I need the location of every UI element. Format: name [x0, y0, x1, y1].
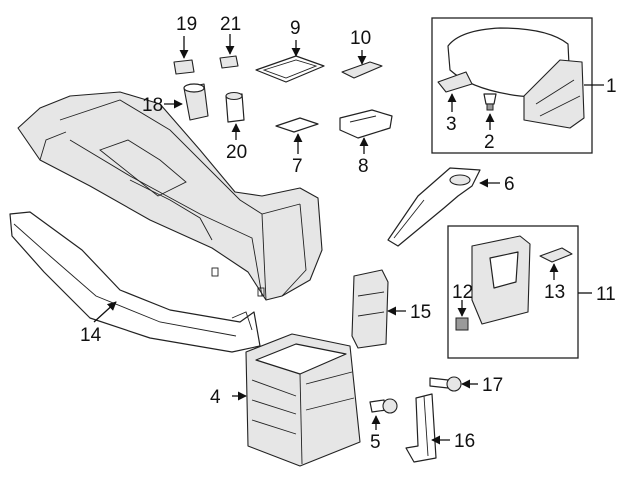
- socket-18: [183, 83, 209, 121]
- tray-9: [255, 55, 325, 83]
- screw-17: [429, 376, 462, 392]
- clip-19: [173, 59, 195, 75]
- clip-21: [219, 55, 239, 69]
- callout-19: 19: [176, 14, 197, 35]
- rear-panel-group-box: [447, 225, 579, 359]
- callout-4: 4: [210, 387, 221, 408]
- bracket-16: [405, 393, 437, 463]
- callout-6: 6: [504, 174, 515, 195]
- callout-21: 21: [220, 14, 241, 35]
- bracket-15: [351, 269, 389, 349]
- latch-3: [437, 71, 473, 93]
- callout-1: 1: [606, 76, 617, 97]
- armrest-lid: [447, 27, 585, 129]
- pad-13: [539, 247, 573, 263]
- storage-bin-4: [245, 333, 361, 467]
- callout-12: 12: [452, 282, 473, 303]
- screw-5: [369, 398, 398, 414]
- callout-3: 3: [446, 114, 457, 135]
- callout-16: 16: [454, 431, 475, 452]
- callout-7: 7: [292, 156, 303, 177]
- callout-18: 18: [142, 95, 163, 116]
- rear-panel-11: [471, 235, 531, 325]
- callout-8: 8: [358, 156, 369, 177]
- leader-14: [93, 301, 117, 323]
- callout-5: 5: [370, 432, 381, 453]
- callout-10: 10: [350, 28, 371, 49]
- callout-20: 20: [226, 142, 247, 163]
- console-body: [17, 91, 323, 301]
- callout-13: 13: [544, 282, 565, 303]
- callout-14: 14: [80, 325, 102, 346]
- callout-17: 17: [482, 375, 503, 396]
- callout-15: 15: [410, 302, 431, 323]
- mat-10: [341, 61, 383, 79]
- callout-2: 2: [484, 132, 495, 153]
- side-trim-14: [9, 211, 261, 353]
- trim-panel-6: [387, 167, 481, 247]
- plate-7: [275, 117, 319, 133]
- clip-12: [455, 317, 469, 331]
- connector-20: [225, 91, 245, 123]
- bumper-2: [483, 93, 497, 111]
- callout-9: 9: [290, 18, 301, 39]
- holder-8: [339, 109, 393, 139]
- callout-11: 11: [596, 284, 616, 305]
